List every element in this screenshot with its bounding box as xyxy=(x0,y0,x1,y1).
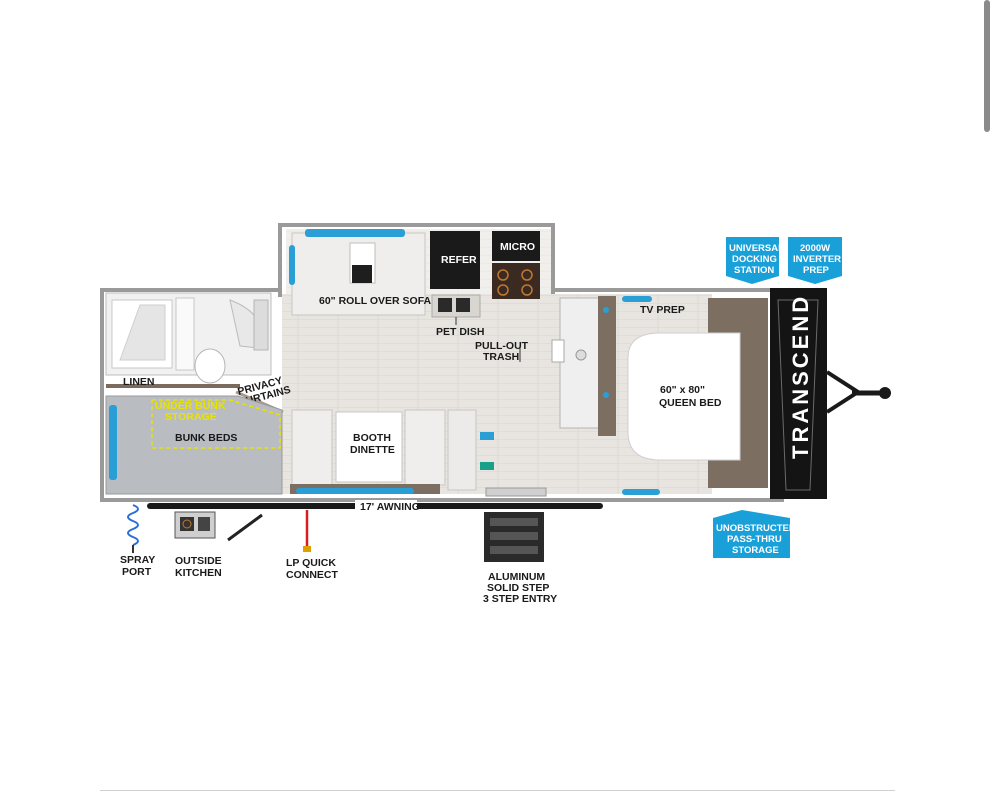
outside-label-1: OUTSIDE xyxy=(175,555,222,567)
step-label-2: SOLID STEP xyxy=(487,582,549,594)
bathroom xyxy=(105,292,272,384)
slideout: 60" ROLL OVER SOFA REFER MICRO PET DISH xyxy=(289,229,540,338)
pullout-label-2: TRASH xyxy=(483,351,519,363)
front-cap: TRANSCEND xyxy=(770,288,827,499)
stove xyxy=(492,263,540,299)
awning: 17' AWNING xyxy=(147,500,603,513)
entry-steps: ALUMINUM SOLID STEP 3 STEP ENTRY xyxy=(483,512,557,605)
microwave xyxy=(492,231,540,261)
booth-label-1: BOOTH xyxy=(353,432,391,444)
brand-logo: TRANSCEND xyxy=(788,294,813,459)
refer-label: REFER xyxy=(441,254,477,266)
slideout-window-2 xyxy=(289,245,295,285)
bedroom-window-bottom xyxy=(622,489,660,495)
step-label-3: 3 STEP ENTRY xyxy=(483,593,557,605)
svg-text:2000W: 2000W xyxy=(800,243,830,254)
bunk-beds-label: BUNK BEDS xyxy=(175,432,237,444)
inverter-badge: 2000W INVERTER PREP xyxy=(788,237,842,284)
tv-prep-label: TV PREP xyxy=(640,304,685,316)
scrollbar[interactable] xyxy=(984,0,990,132)
kitchen-island: PULL-OUT TRASH xyxy=(475,296,616,436)
svg-text:STATION: STATION xyxy=(734,265,774,276)
micro-label: MICRO xyxy=(500,241,535,253)
queen-label-1: 60" x 80" xyxy=(660,384,705,396)
step-label-1: ALUMINUM xyxy=(488,571,545,583)
lp-label-1: LP QUICK xyxy=(286,557,336,569)
under-bunk-label-1: UNDER BUNK xyxy=(155,400,226,412)
svg-text:INVERTER: INVERTER xyxy=(793,254,841,265)
queen-label-2: QUEEN BED xyxy=(659,397,722,409)
under-bunk-label-2: STORAGE xyxy=(165,411,217,423)
sofa-label: 60" ROLL OVER SOFA xyxy=(319,295,432,307)
outside-kitchen: OUTSIDE KITCHEN xyxy=(174,511,263,579)
divider xyxy=(100,790,895,791)
slideout-window-1 xyxy=(305,229,405,237)
spray-label-2: PORT xyxy=(122,566,152,578)
docking-badge: UNIVERSAL DOCKING STATION xyxy=(726,237,784,284)
svg-text:STORAGE: STORAGE xyxy=(732,545,779,556)
shower-icon xyxy=(175,297,195,371)
under-bunk-storage-outline xyxy=(151,399,281,449)
svg-text:UNOBSTRUCTED: UNOBSTRUCTED xyxy=(716,523,796,534)
queen-bed xyxy=(627,332,741,461)
svg-text:PREP: PREP xyxy=(803,265,830,276)
bedroom-window-top xyxy=(622,296,652,302)
storage-badge: UNOBSTRUCTED PASS-THRU STORAGE xyxy=(713,510,796,558)
lp-label-2: CONNECT xyxy=(286,569,339,581)
hitch xyxy=(825,370,891,414)
bedroom: TV PREP 60" x 80" QUEEN BED xyxy=(622,296,768,495)
pullout-label-1: PULL-OUT xyxy=(475,340,529,352)
outside-label-2: KITCHEN xyxy=(175,567,222,579)
linen-label: LINEN xyxy=(123,376,155,388)
spray-port: SPRAY PORT xyxy=(120,504,155,578)
svg-text:DOCKING: DOCKING xyxy=(732,254,777,265)
pet-dish-label: PET DISH xyxy=(436,326,484,338)
awning-label: 17' AWNING xyxy=(360,501,420,513)
lp-quick-connect: LP QUICK CONNECT xyxy=(286,510,339,581)
bunk-beds: UNDER BUNK STORAGE BUNK BEDS xyxy=(105,395,283,495)
booth-dinette: BOOTH DINETTE xyxy=(290,409,494,494)
svg-text:UNIVERSAL: UNIVERSAL xyxy=(729,243,784,254)
refrigerator xyxy=(430,231,480,289)
dinette-window xyxy=(296,488,414,494)
booth-label-2: DINETTE xyxy=(350,444,395,456)
spray-label-1: SPRAY xyxy=(120,554,155,566)
svg-text:PASS-THRU: PASS-THRU xyxy=(727,534,782,545)
toilet-icon xyxy=(194,348,226,384)
bunk-window xyxy=(109,405,117,480)
